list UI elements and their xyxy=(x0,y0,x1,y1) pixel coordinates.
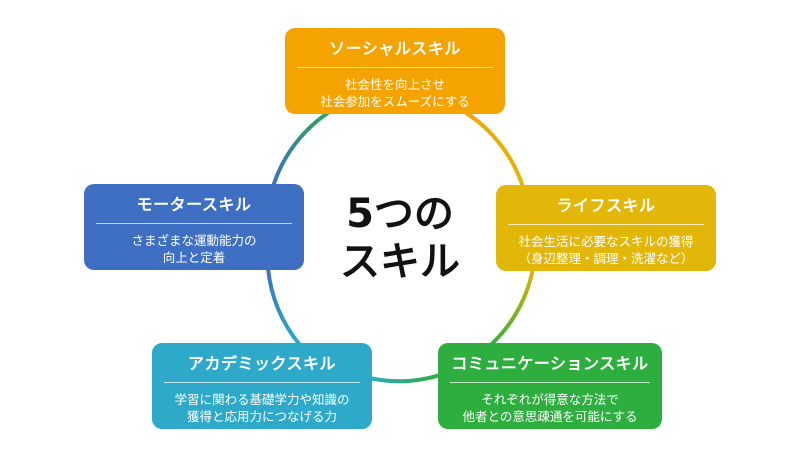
motor-skill-desc: さまざまな運動能力の 向上と定着 xyxy=(131,233,257,265)
communication-skill-desc: それぞれが得意な方法で 他者との意思疎通を可能にする xyxy=(462,392,638,424)
life-skill-desc: 社会生活に必要なスキルの獲得 （身辺整理・調理・洗濯など） xyxy=(518,234,694,266)
divider xyxy=(450,382,650,383)
ring-arc-4 xyxy=(266,267,302,347)
center-title: 5つの スキル xyxy=(340,191,460,285)
academic-skill-title: アカデミックスキル xyxy=(187,354,337,373)
communication-skill-title: コミュニケーションスキル xyxy=(451,354,649,373)
communication-skill-card: コミュニケーションスキル それぞれが得意な方法で 他者との意思疎通を可能にする xyxy=(438,343,662,429)
motor-skill-card: モータースキル さまざまな運動能力の 向上と定着 xyxy=(84,184,304,270)
life-skill-title: ライフスキル xyxy=(556,196,656,215)
divider xyxy=(508,224,704,225)
divider xyxy=(96,223,292,224)
life-skill-card: ライフスキル 社会生活に必要なスキルの獲得 （身辺整理・調理・洗濯など） xyxy=(496,185,716,271)
social-skill-title: ソーシャルスキル xyxy=(329,39,461,58)
social-skill-desc: 社会性を向上させ 社会参加をスムーズにする xyxy=(320,77,470,109)
social-skill-card: ソーシャルスキル 社会性を向上させ 社会参加をスムーズにする xyxy=(285,28,505,114)
academic-skill-desc: 学習に関わる基礎学力や知識の 獲得と応用力につなげる力 xyxy=(174,392,350,424)
ring-arc-5 xyxy=(270,101,346,191)
ring-arc-3 xyxy=(364,373,441,384)
divider xyxy=(164,382,360,383)
divider xyxy=(297,67,493,68)
motor-skill-title: モータースキル xyxy=(136,195,252,214)
academic-skill-card: アカデミックスキル 学習に関わる基礎学力や知識の 獲得と応用力につなげる力 xyxy=(152,343,372,429)
